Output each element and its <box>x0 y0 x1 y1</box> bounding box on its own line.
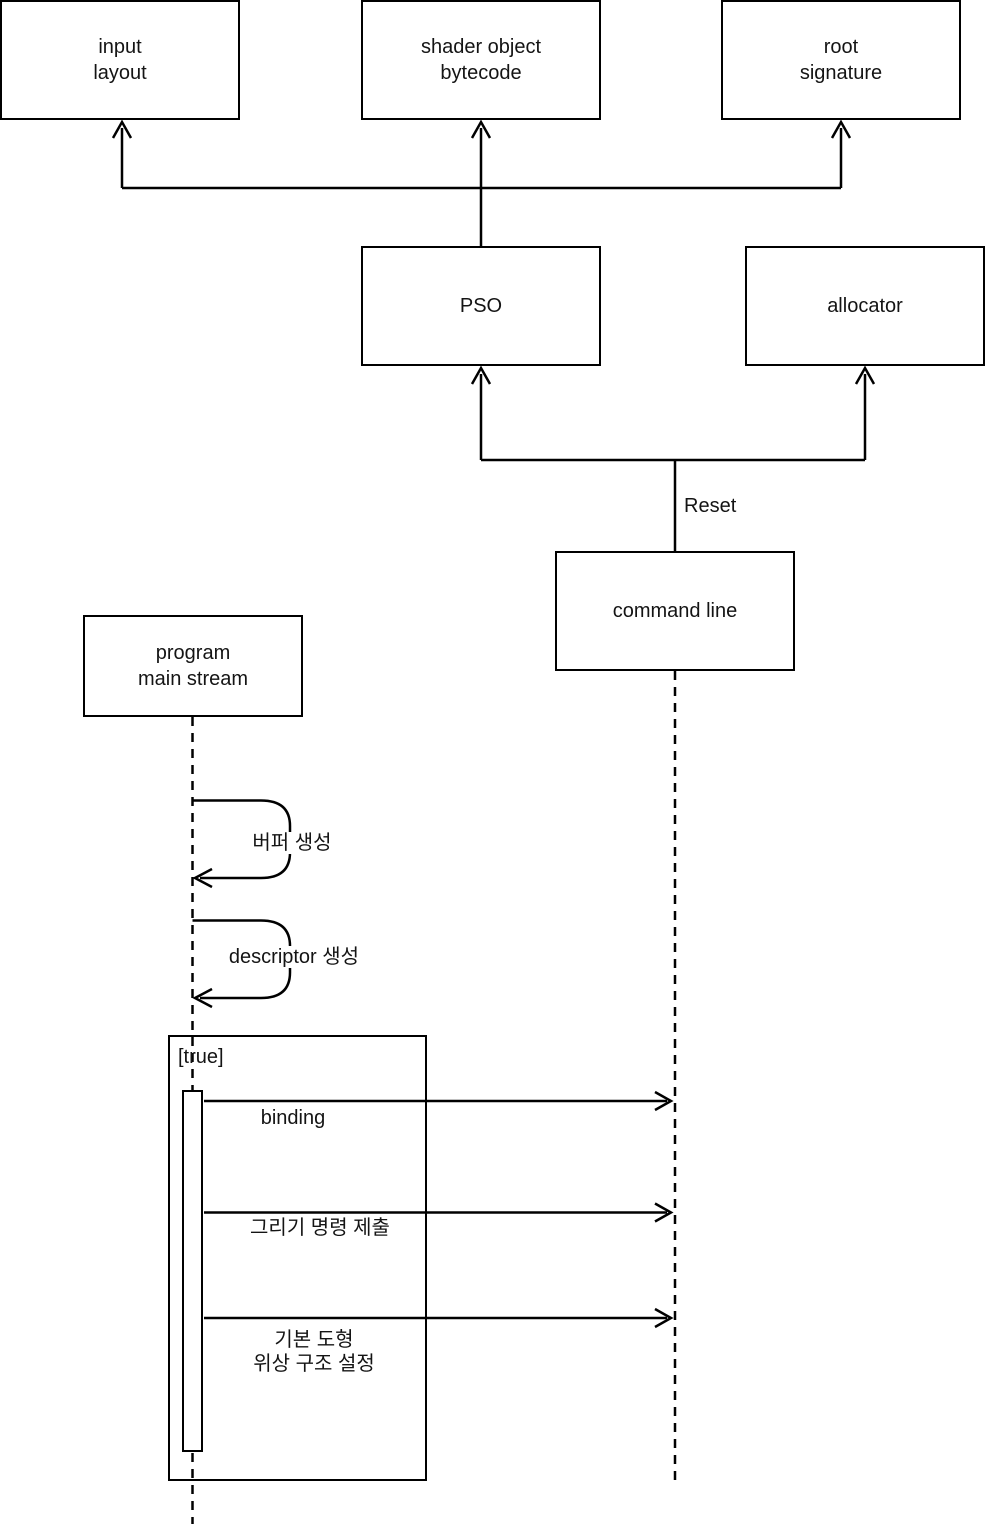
arrowhead-into-input-layout <box>111 119 133 139</box>
arrowhead-into-root-signature <box>830 119 852 139</box>
box-root-line2: signature <box>799 62 883 84</box>
label-msg-topology-line1: 기본 도형 <box>274 1329 354 1351</box>
connector-reset <box>479 374 867 551</box>
label-buffer-create: 버퍼 생성 <box>240 832 344 854</box>
arrowhead-binding <box>654 1090 674 1112</box>
label-reset: Reset <box>684 495 737 517</box>
arrowhead-loop-descriptor <box>192 987 213 1009</box>
box-allocator-label: allocator <box>827 295 903 317</box>
label-guard-true: [true] <box>178 1046 224 1068</box>
activation-bar <box>182 1090 203 1452</box>
box-pso: PSO <box>361 246 601 366</box>
loop-frame <box>168 1035 427 1481</box>
box-input-layout-line1: input <box>98 36 142 58</box>
box-root-line1: root <box>823 36 859 58</box>
box-program-line2: main stream <box>137 668 249 690</box>
arrowhead-into-allocator <box>854 365 876 385</box>
box-command-line-label: command line <box>612 600 738 622</box>
box-input-layout-line2: layout <box>93 62 147 84</box>
label-msg-topology-line2: 위상 구조 설정 <box>253 1353 375 1375</box>
box-root-signature: root signature <box>721 0 961 120</box>
label-msg-topology: 기본 도형 위상 구조 설정 <box>224 1328 404 1376</box>
box-shader-object-bytecode: shader object bytecode <box>361 0 601 120</box>
arrowhead-loop-buffer <box>192 867 213 889</box>
label-msg-draw-submit: 그리기 명령 제출 <box>250 1217 390 1239</box>
arrowhead-into-pso <box>470 365 492 385</box>
box-program-main-stream: program main stream <box>83 615 303 717</box>
box-allocator: allocator <box>745 246 985 366</box>
box-shader-line1: shader object <box>420 36 542 58</box>
arrowhead-topology <box>654 1307 674 1329</box>
box-pso-label: PSO <box>459 295 503 317</box>
label-descriptor-create: descriptor 생성 <box>216 946 372 968</box>
arrowhead-into-shader-bytecode <box>470 119 492 139</box>
label-msg-binding: binding <box>260 1107 326 1129</box>
box-shader-line2: bytecode <box>440 62 522 84</box>
box-command-line: command line <box>555 551 795 671</box>
box-input-layout: input layout <box>0 0 240 120</box>
connector-pso-to-top-boxes <box>120 128 843 246</box>
arrowhead-draw-submit <box>654 1202 674 1223</box>
box-program-line1: program <box>155 642 231 664</box>
